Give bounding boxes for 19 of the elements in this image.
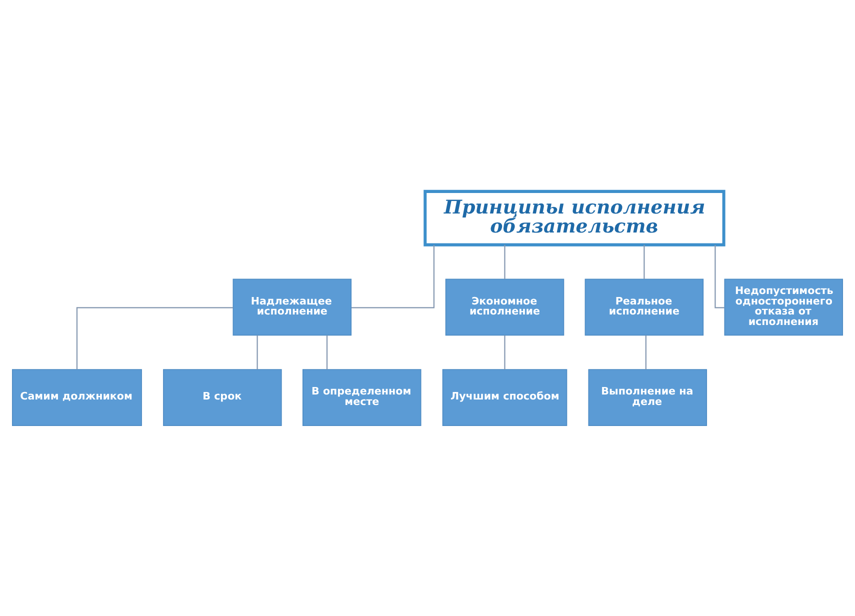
node-box: Принципы исполнения обязательств: [424, 189, 726, 246]
node-box: Лучшим способом: [442, 368, 568, 426]
connector: [351, 244, 435, 308]
node-box: Экономное исполнение: [445, 278, 564, 336]
connector: [645, 334, 646, 369]
connector: [326, 334, 328, 369]
node-box: Недопустимость одностороннего отказа от исполнения: [724, 278, 843, 336]
connector: [76, 306, 234, 369]
node-box: В срок: [163, 368, 282, 426]
connector: [714, 244, 724, 308]
connector: [256, 334, 258, 369]
connector: [504, 334, 506, 369]
node-box: В определенном месте: [302, 368, 422, 426]
node-box: Самим должником: [12, 368, 142, 426]
node-box: Надлежащее исполнение: [232, 278, 352, 336]
connector: [644, 244, 645, 278]
connector: [504, 244, 506, 278]
node-box: Реальное исполнение: [584, 278, 704, 336]
node-box: Выполнение на деле: [588, 368, 708, 426]
